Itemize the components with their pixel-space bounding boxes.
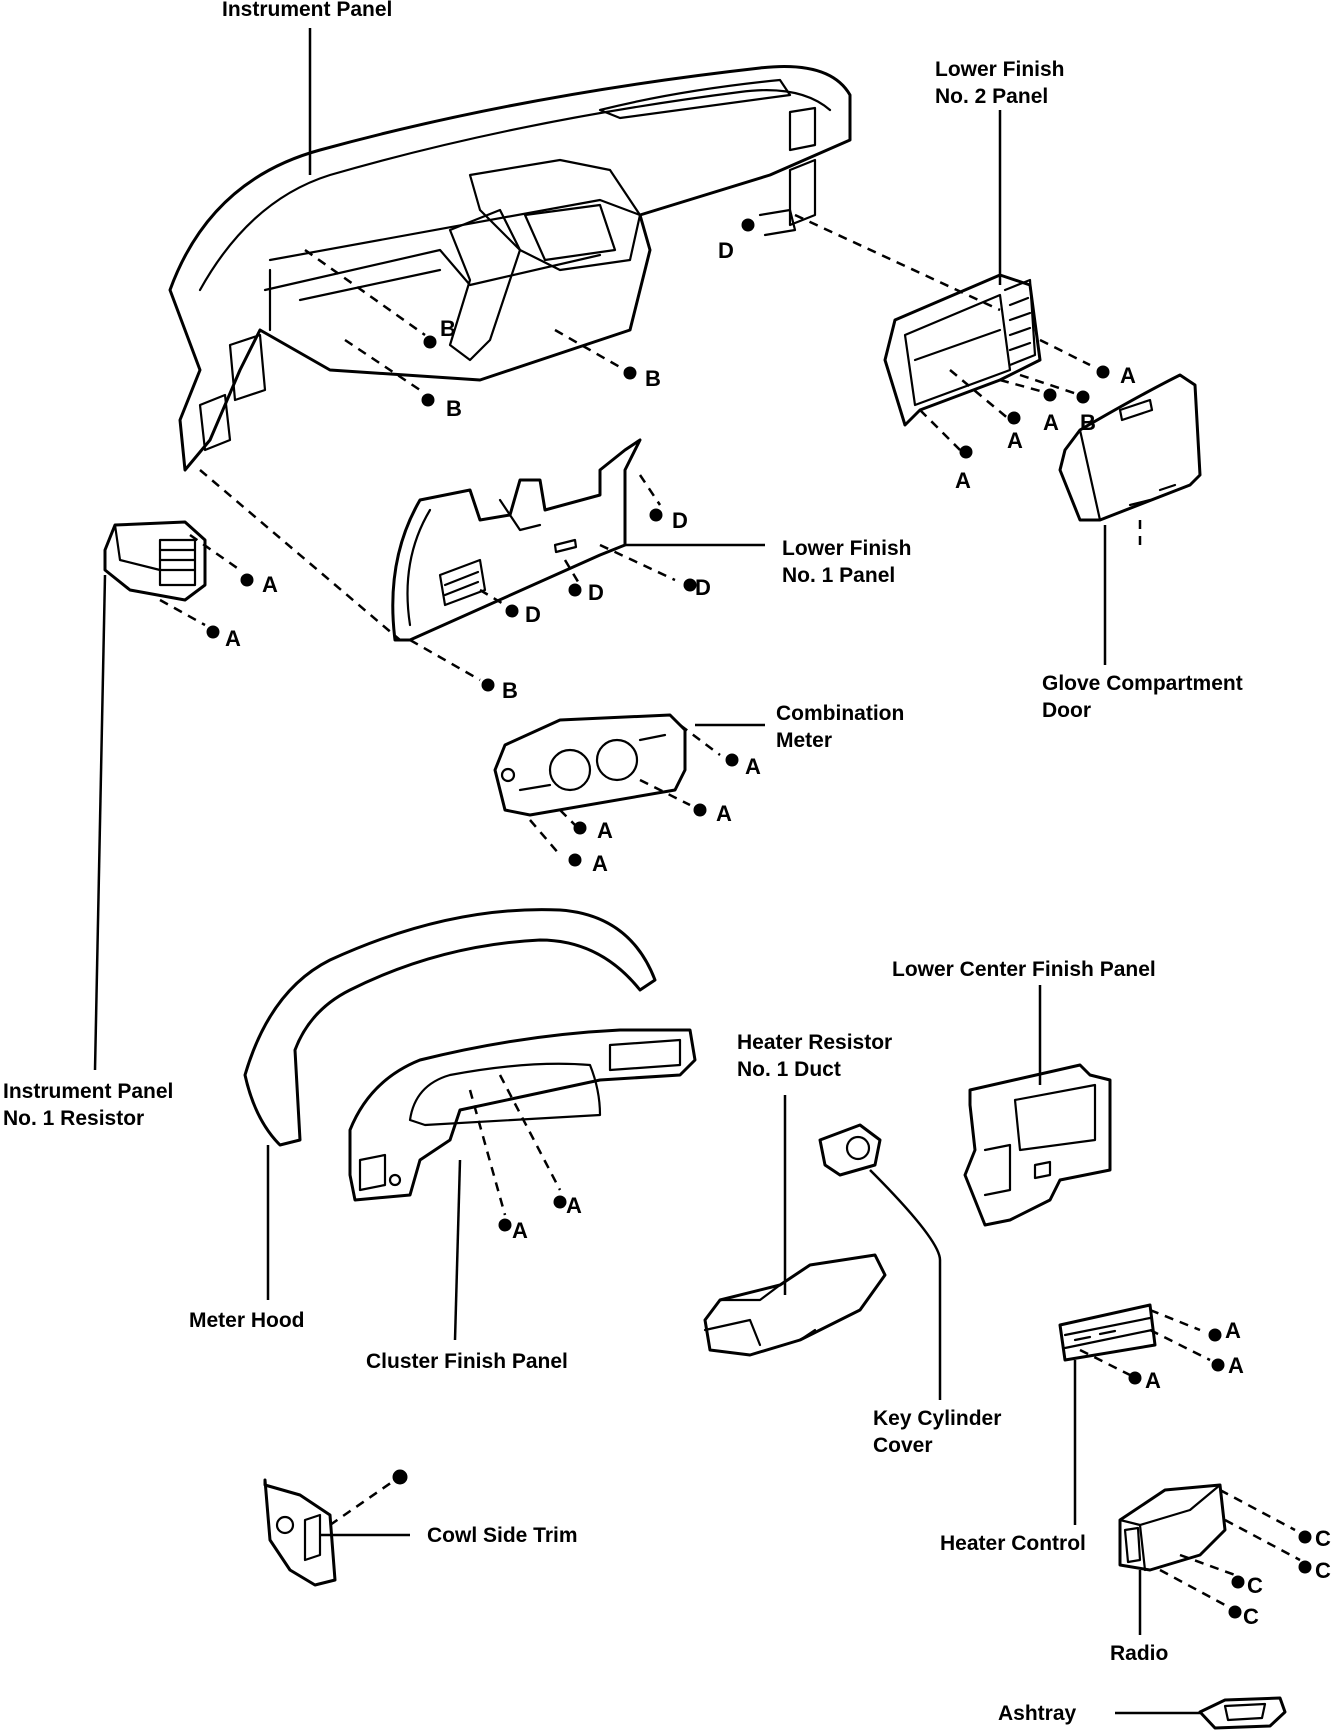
fastener-a-15: A [1145, 1368, 1161, 1393]
lower-finish-no1-part [391, 438, 642, 642]
fastener-b-5: B [502, 678, 518, 703]
fastener-a-10: A [592, 851, 608, 876]
fastener-b-4: B [1080, 410, 1096, 435]
fastener-a-2: A [1007, 428, 1023, 453]
fastener-a-7: A [745, 754, 761, 779]
fastener-c-2: C [1315, 1558, 1331, 1583]
heater-resistor-duct-part [703, 1253, 887, 1357]
label-ip-resistor-line1: Instrument Panel [3, 1080, 174, 1103]
label-combination-line2: Meter [776, 729, 833, 752]
label-radio: Radio [1110, 1642, 1169, 1665]
label-heater-resistor-line1: Heater Resistor [737, 1031, 893, 1054]
fastener-a-3: A [1043, 410, 1059, 435]
label-cowl-side: Cowl Side Trim [427, 1524, 578, 1547]
fastener-b-3: B [645, 366, 661, 391]
label-key-cylinder-line2: Cover [873, 1434, 933, 1457]
fastener-d-1: D [718, 238, 734, 263]
fastener-a-5: A [262, 572, 278, 597]
fastener-d-5: D [525, 602, 541, 627]
label-meter-hood: Meter Hood [189, 1309, 305, 1332]
key-cylinder-cover-part [818, 1123, 882, 1177]
instrument-panel-part [168, 65, 852, 472]
label-lower-center: Lower Center Finish Panel [892, 958, 1156, 981]
assembly-dashed-lines [159, 213, 1301, 1607]
radio-part [1118, 1483, 1227, 1572]
label-lower-finish-no1-line2: No. 1 Panel [782, 564, 896, 587]
label-cluster-finish: Cluster Finish Panel [366, 1350, 568, 1373]
glove-compartment-door-part [1058, 373, 1202, 522]
fastener-a-4: A [955, 468, 971, 493]
label-lower-finish-no2-line1: Lower Finish [935, 58, 1065, 81]
fastener-d-4: D [588, 580, 604, 605]
leader-lines [93, 28, 1200, 1715]
label-glove-line1: Glove Compartment [1042, 672, 1243, 695]
fastener-c-1: C [1315, 1526, 1331, 1551]
fastener-a-1: A [1120, 363, 1136, 388]
label-combination-line1: Combination [776, 702, 905, 725]
fastener-a-13: A [1225, 1318, 1241, 1343]
fastener-d-2: D [672, 508, 688, 533]
label-ip-resistor-line2: No. 1 Resistor [3, 1107, 145, 1130]
cowl-side-trim-part [263, 1478, 337, 1587]
label-lower-finish-no2-line2: No. 2 Panel [935, 85, 1049, 108]
ip-resistor-part [103, 520, 207, 602]
label-ashtray: Ashtray [998, 1702, 1077, 1725]
label-glove-line2: Door [1042, 699, 1091, 722]
fastener-a-14: A [1228, 1353, 1244, 1378]
label-lower-finish-no1-line1: Lower Finish [782, 537, 912, 560]
fastener-a-6: A [225, 626, 241, 651]
fastener-a-11: A [512, 1218, 528, 1243]
fastener-a-12: A [566, 1193, 582, 1218]
label-instrument-panel: Instrument Panel [222, 0, 393, 21]
fastener-c-4: C [1243, 1604, 1259, 1629]
fastener-b-2: B [446, 396, 462, 421]
fastener-a-8: A [716, 801, 732, 826]
lower-finish-no2-part [883, 273, 1042, 427]
combination-meter-part [493, 713, 687, 817]
fastener-a-9: A [597, 818, 613, 843]
label-key-cylinder-line1: Key Cylinder [873, 1407, 1002, 1430]
fastener-b-1: B [440, 316, 456, 341]
fastener-c-3: C [1247, 1573, 1263, 1598]
lower-center-finish-panel-part [963, 1063, 1112, 1227]
heater-control-part [1058, 1303, 1157, 1362]
fastener-d-3: D [695, 575, 711, 600]
fastener-screws [206, 218, 1312, 1619]
cluster-finish-panel-part [348, 1028, 697, 1202]
label-heater-resistor-line2: No. 1 Duct [737, 1058, 841, 1081]
meter-hood-part [243, 908, 657, 1147]
ashtray-part [1198, 1696, 1287, 1730]
label-heater-control: Heater Control [940, 1532, 1086, 1555]
